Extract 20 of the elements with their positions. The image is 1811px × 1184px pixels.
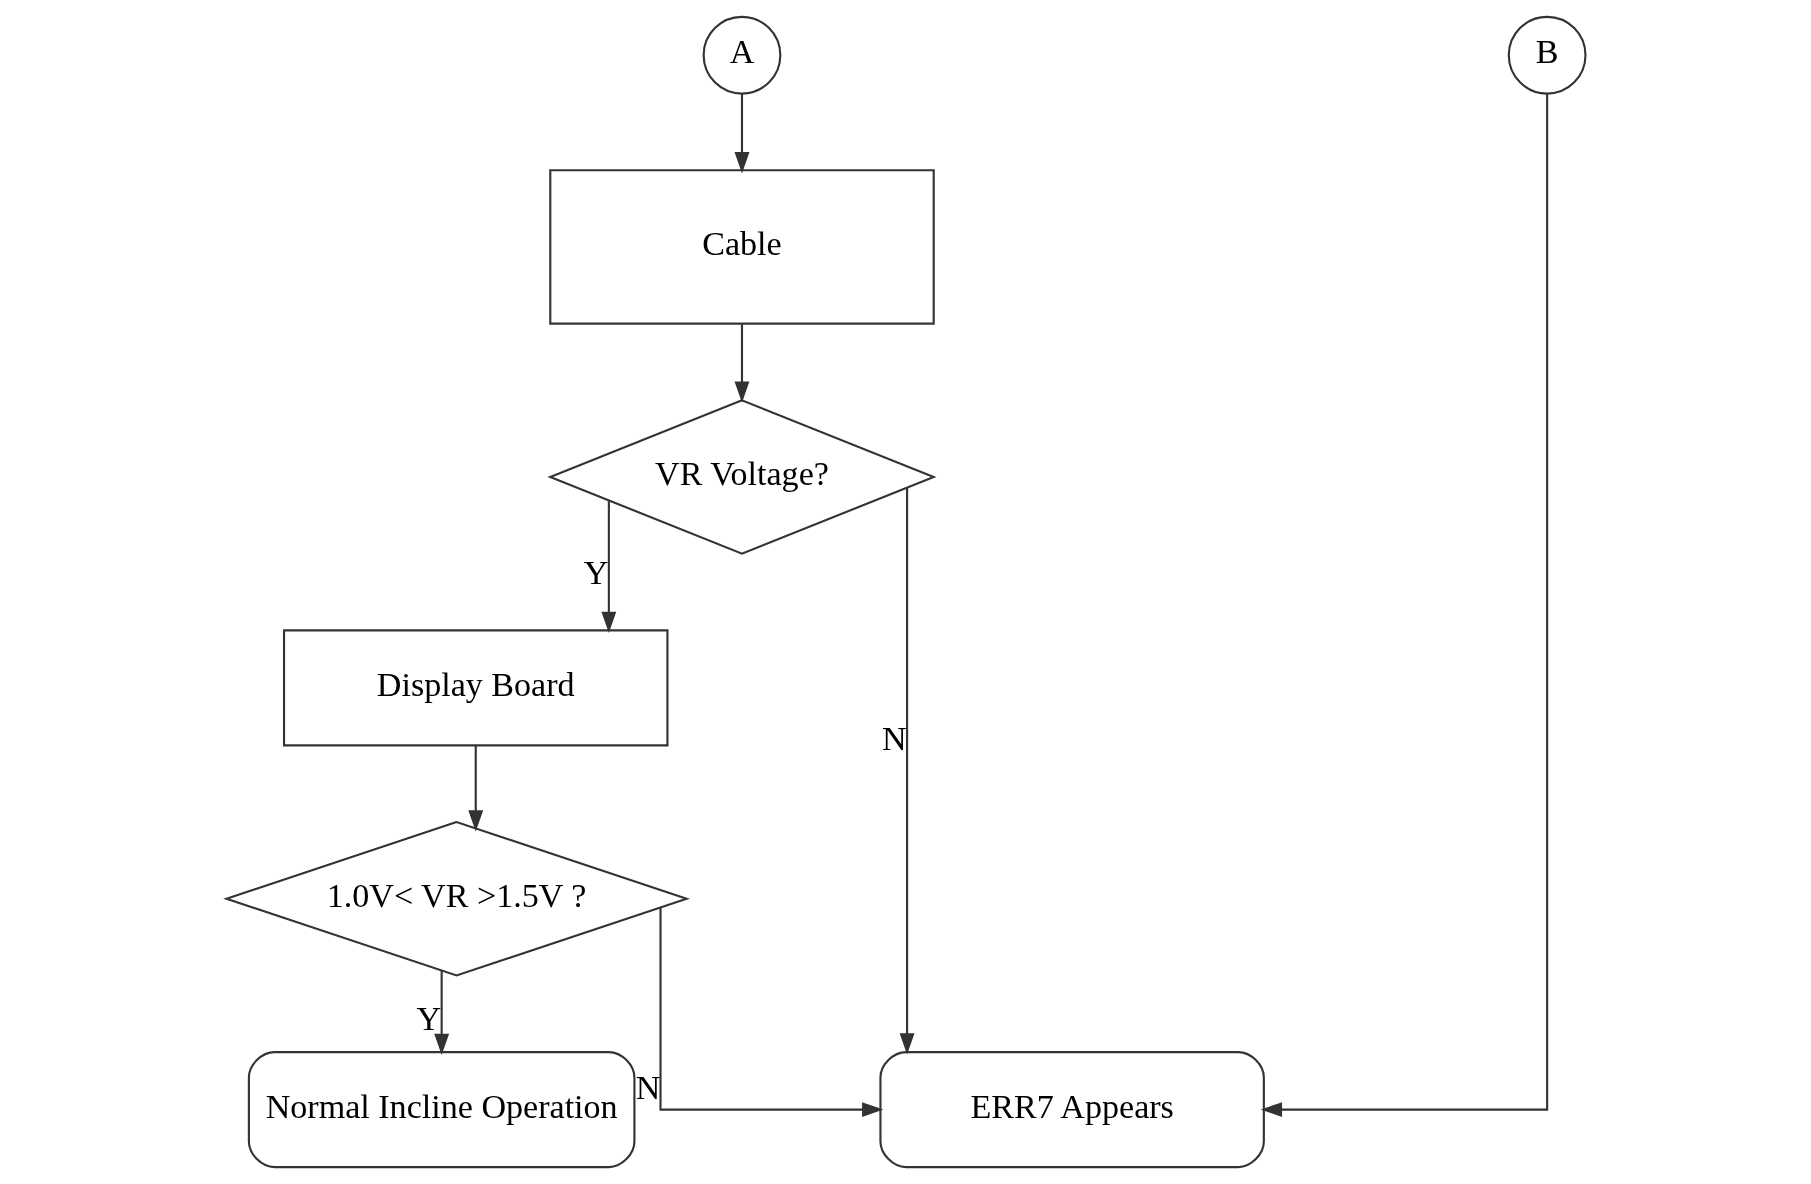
arrow xyxy=(658,907,883,1118)
edge-label: Y xyxy=(416,1000,441,1038)
arrow xyxy=(734,324,749,403)
node-diamond: VR Voltage? xyxy=(546,399,937,555)
arrow xyxy=(1260,94,1548,1118)
edge-label: Y xyxy=(583,554,608,592)
arrow xyxy=(734,94,749,174)
node-circle: A xyxy=(702,15,781,95)
node-box: Cable xyxy=(548,169,935,325)
node-box: ERR7 Appears xyxy=(878,1051,1265,1169)
arrow xyxy=(433,970,449,1056)
edge-label: N xyxy=(635,1068,660,1106)
node-box: Display Board xyxy=(282,629,668,747)
edge-label: N xyxy=(881,720,907,758)
arrow xyxy=(600,501,616,634)
arrow xyxy=(899,487,915,1055)
node-circle: B xyxy=(1507,15,1587,95)
node-box: Normal Incline Operation xyxy=(247,1051,635,1169)
node-diamond: 1.0V< VR >1.5V ? xyxy=(222,820,690,977)
arrow xyxy=(467,745,483,832)
